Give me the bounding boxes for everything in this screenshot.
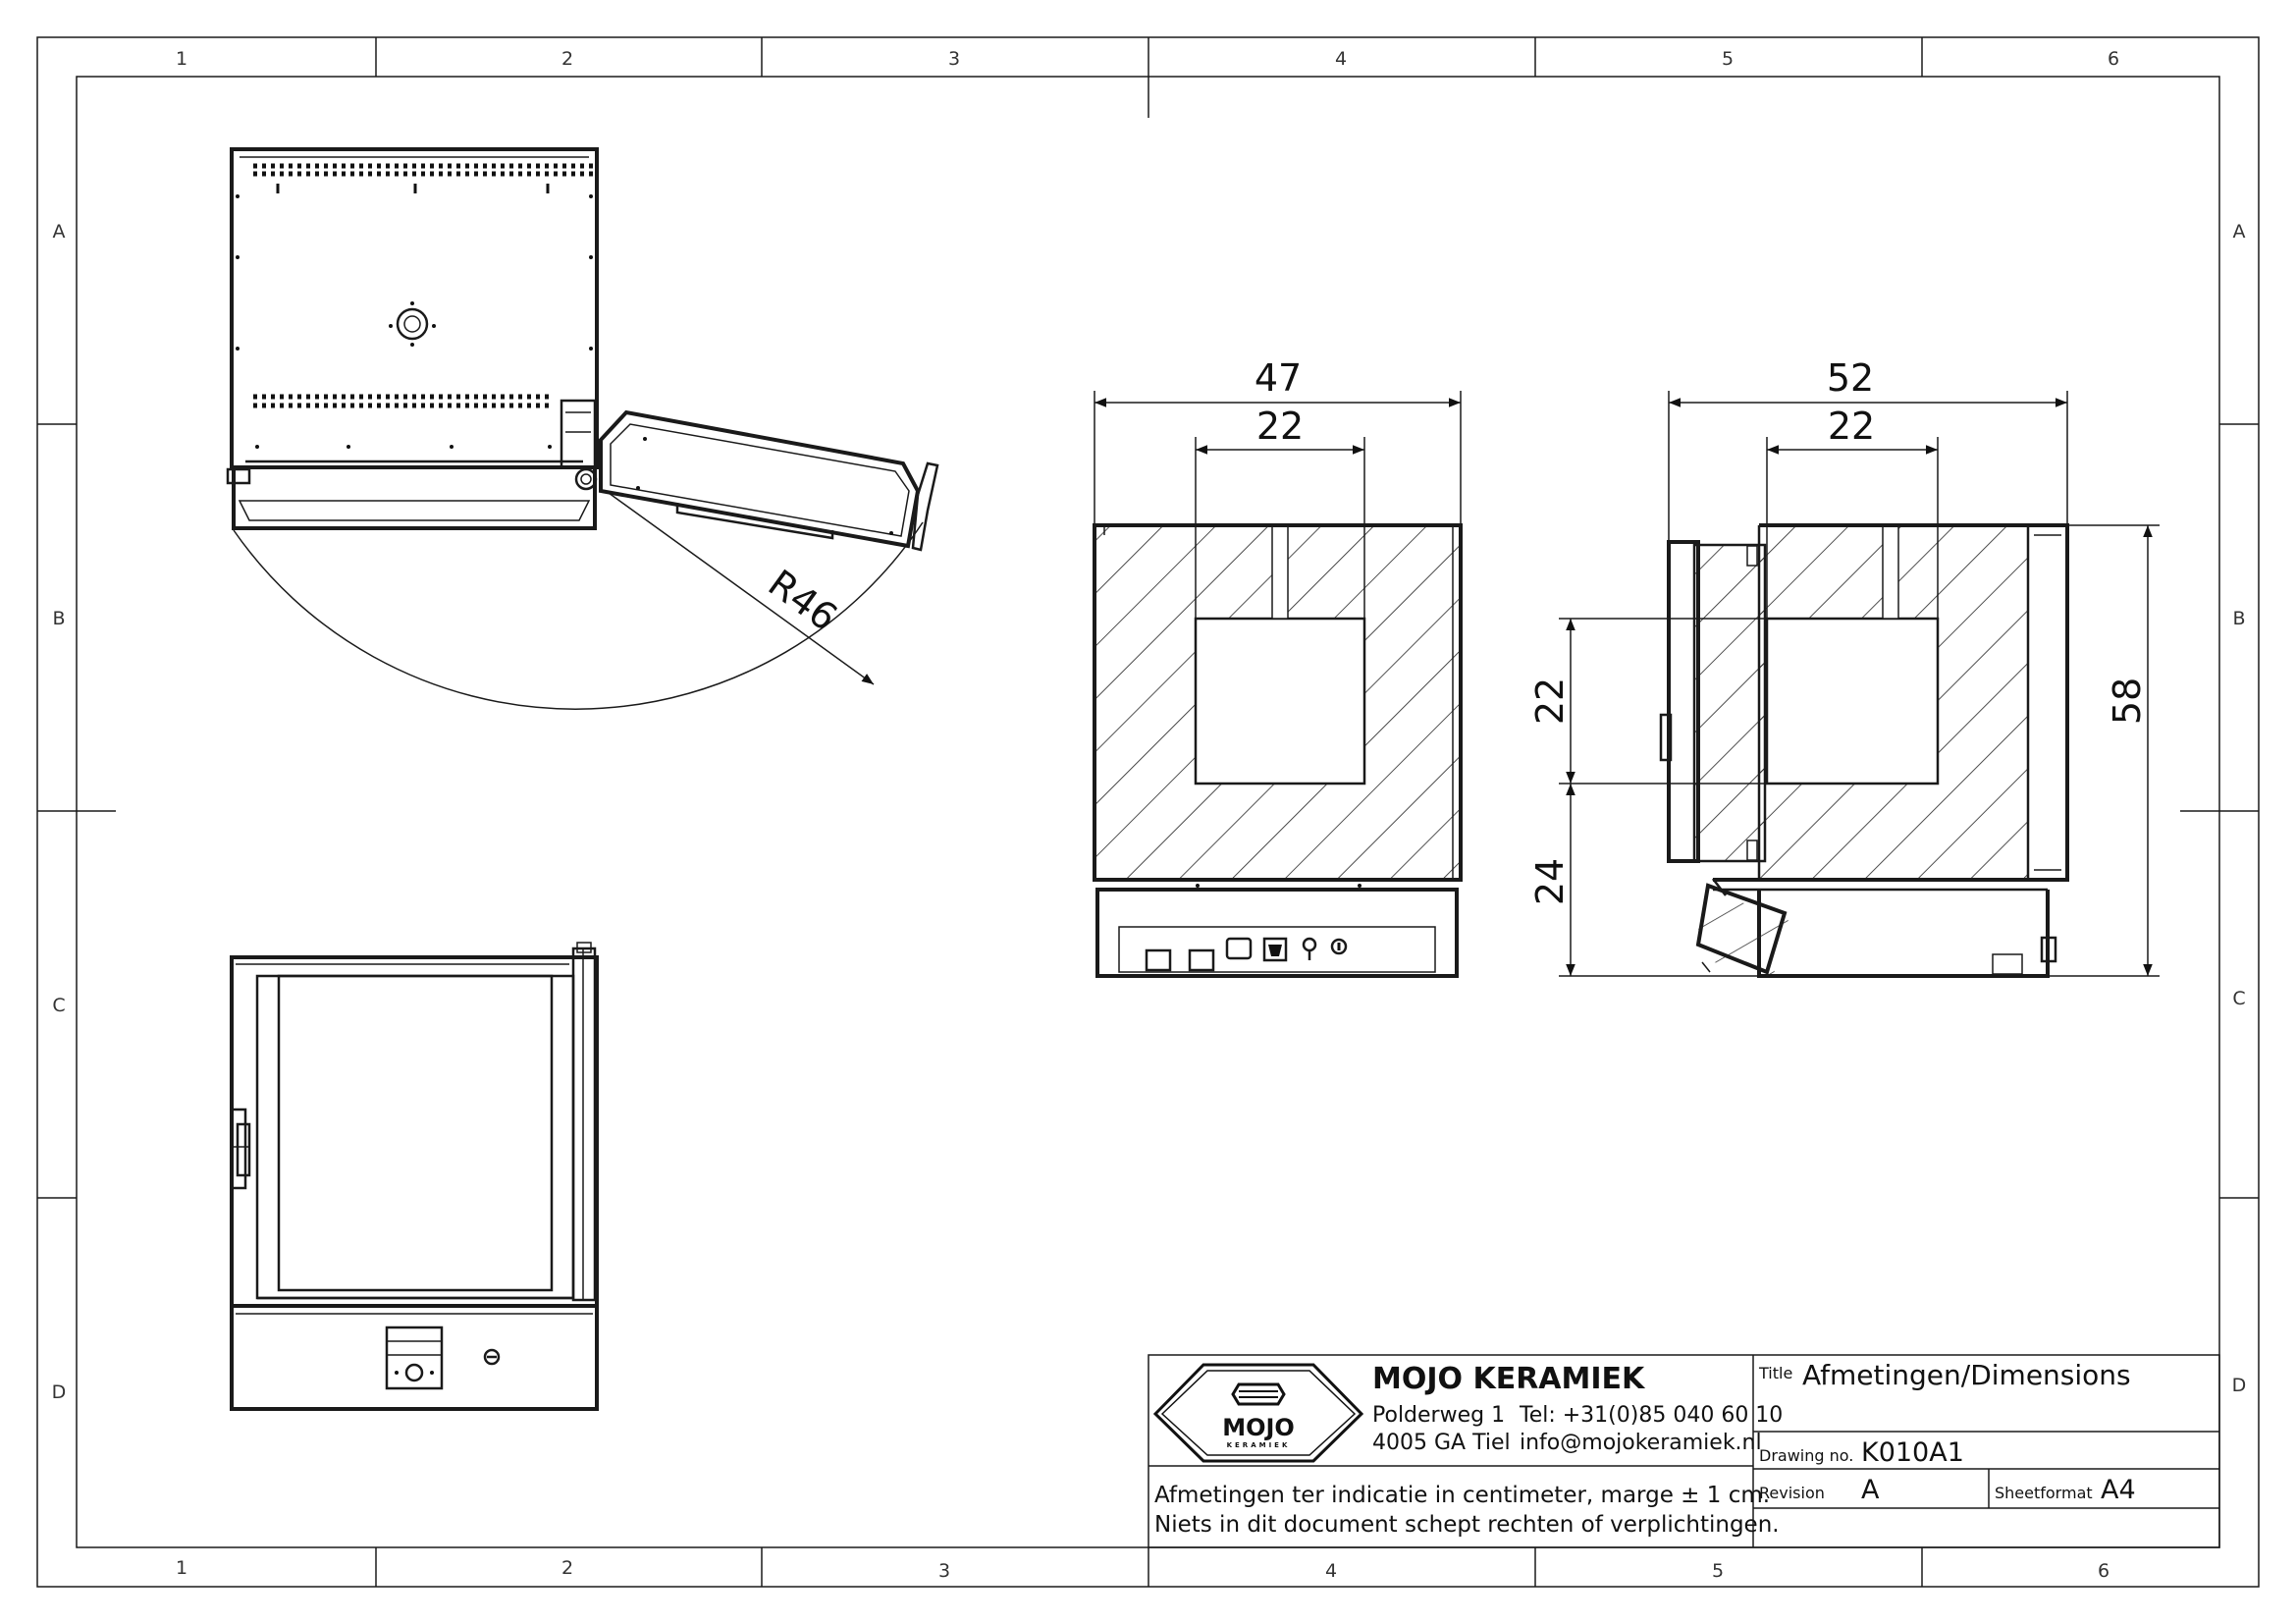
row-label-right-d: D (2232, 1375, 2247, 1396)
center-fitting (389, 301, 436, 347)
dim-front-inner-label: 22 (1256, 405, 1304, 448)
title-label: Title (1758, 1364, 1792, 1382)
note-line-1: Afmetingen ter indicatie in centimeter, … (1154, 1483, 1770, 1508)
grid-labels: 1 2 3 4 5 6 1 2 3 4 5 6 A B C D A B C D (52, 48, 2247, 1582)
address-line-1: Polderweg 1 (1372, 1403, 1505, 1428)
col-label-bottom-2: 2 (561, 1557, 573, 1579)
company-name: MOJO KERAMIEK (1372, 1362, 1646, 1396)
phone-number: Tel: +31(0)85 040 60 10 (1519, 1403, 1783, 1428)
drawing-title: Afmetingen/Dimensions (1802, 1359, 2131, 1391)
col-label-top-3: 3 (948, 48, 960, 70)
col-label-bottom-1: 1 (176, 1557, 187, 1579)
vent-holes-top (253, 163, 597, 177)
front-section-view: 47 22 (1093, 356, 1463, 978)
dim-side-inner-label: 22 (1828, 405, 1875, 448)
drawing-no-label: Drawing no. (1759, 1446, 1853, 1465)
dim-inner-height-label: 22 (1528, 677, 1572, 725)
dim-base-height-label: 24 (1528, 858, 1572, 905)
address-line-2: 4005 GA Tiel (1372, 1431, 1511, 1455)
svg-text:MOJO: MOJO (1222, 1414, 1295, 1441)
dim-side-depth-label: 52 (1827, 356, 1874, 400)
title-block: MOJO KERAMIEK MOJO KERAMIEK Polderweg 1 … (1148, 1354, 2220, 1548)
svg-text:KERAMIEK: KERAMIEK (1227, 1441, 1291, 1449)
top-view-open-door: R46 (226, 147, 939, 710)
col-label-top-5: 5 (1722, 48, 1734, 70)
row-label-left-b: B (52, 608, 65, 629)
col-label-bottom-4: 4 (1325, 1560, 1337, 1582)
col-label-top-6: 6 (2108, 48, 2119, 70)
dim-front-width-label: 47 (1255, 356, 1302, 400)
row-label-right-b: B (2232, 608, 2245, 629)
dim-total-height-label: 58 (2106, 677, 2149, 725)
row-label-left-a: A (53, 221, 66, 243)
col-label-top-1: 1 (176, 48, 187, 70)
col-label-top-4: 4 (1335, 48, 1347, 70)
email-address: info@mojokeramiek.nl (1520, 1431, 1762, 1455)
sheetformat-value: A4 (2101, 1475, 2136, 1505)
row-label-right-c: C (2232, 988, 2245, 1009)
revision-value: A (1861, 1475, 1880, 1505)
radius-leader (608, 492, 875, 685)
row-label-left-c: C (52, 995, 65, 1016)
note-line-2: Niets in dit document schept rechten of … (1154, 1512, 1780, 1538)
company-logo: MOJO KERAMIEK (1152, 1363, 1364, 1463)
dim-radius-label: R46 (761, 562, 845, 640)
front-view-closed (230, 942, 599, 1411)
row-label-right-a: A (2233, 221, 2246, 243)
col-label-bottom-3: 3 (938, 1560, 950, 1582)
side-section-view: 52 22 22 24 58 (1528, 356, 2160, 979)
revision-label: Revision (1759, 1484, 1825, 1502)
col-label-bottom-6: 6 (2098, 1560, 2109, 1582)
col-label-top-2: 2 (561, 48, 573, 70)
sheetformat-label: Sheetformat (1995, 1484, 2093, 1502)
drawing-no: K010A1 (1861, 1437, 1964, 1468)
door-swing-arc (233, 521, 924, 710)
col-label-bottom-5: 5 (1712, 1560, 1724, 1582)
row-label-left-d: D (52, 1381, 67, 1403)
